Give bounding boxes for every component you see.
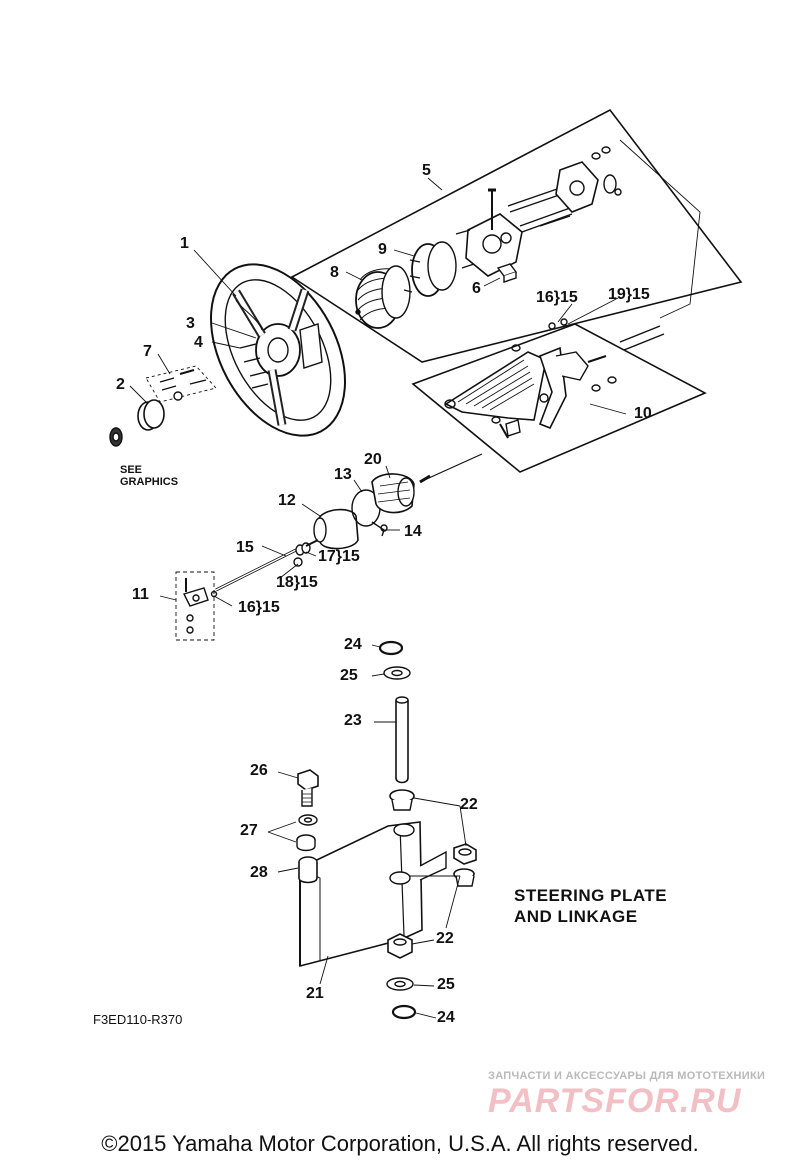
drawing-code: F3ED110-R370 (93, 1012, 183, 1027)
callout-2: 2 (116, 376, 125, 393)
diagram-title: STEERING PLATE AND LINKAGE (514, 885, 667, 927)
callout-21: 21 (306, 985, 324, 1002)
see-graphics-line-1: SEE (120, 464, 143, 476)
washer-25-top (383, 666, 411, 680)
callout-19: 19}15 (608, 286, 650, 303)
callout-24-top: 24 (344, 636, 362, 653)
leader-lines (129, 177, 627, 1019)
shaft-23 (395, 696, 409, 784)
title-line-2: AND LINKAGE (514, 907, 638, 926)
housing-20 (371, 473, 415, 514)
callout-25-bottom: 25 (437, 976, 455, 993)
hub-studs (239, 343, 269, 389)
fasteners-7 (159, 369, 207, 401)
callout-8: 8 (330, 264, 339, 281)
callout-11: 11 (132, 586, 149, 603)
washer-25-bottom (386, 977, 414, 991)
washers-27 (296, 814, 318, 852)
copyright-notice: ©2015 Yamaha Motor Corporation, U.S.A. A… (101, 1131, 699, 1156)
callout-12: 12 (278, 492, 296, 509)
collar-28 (298, 856, 318, 884)
nuts-22-right (453, 843, 477, 887)
fittings-17-18 (293, 539, 319, 567)
tilt-mechanism (455, 187, 573, 277)
see-graphics-line-2: GRAPHICS (120, 476, 179, 488)
hub-boss (299, 323, 323, 369)
callout-3: 3 (186, 315, 195, 332)
pedal-bracket-10 (444, 318, 665, 439)
watermark-tagline: ЗАПЧАСТИ И АКСЕССУАРЫ ДЛЯ МОТОТЕХНИКИ (488, 1070, 766, 1082)
callout-7: 7 (143, 343, 152, 360)
callout-14: 14 (404, 523, 422, 540)
bolt-26 (297, 769, 319, 807)
assembly-5-frame (290, 108, 743, 363)
callout-4: 4 (194, 334, 203, 351)
callout-10: 10 (634, 405, 652, 422)
group-11-frame (175, 571, 215, 641)
callout-27: 27 (240, 822, 258, 839)
nut-22-bottom (387, 933, 413, 959)
ring-24-top (378, 640, 404, 656)
callout-28: 28 (250, 864, 268, 881)
callout-15: 15 (236, 539, 254, 556)
link-line-5-10 (619, 139, 701, 319)
callout-1: 1 (180, 235, 189, 252)
callout-20: 20 (364, 451, 382, 468)
clip-6 (496, 263, 518, 283)
bushing-22-top (389, 789, 415, 811)
callout-16-bottom: 16}15 (238, 599, 280, 616)
collar-9 (403, 241, 457, 297)
callout-22-top: 22 (460, 796, 478, 813)
callout-24-bottom: 24 (437, 1009, 455, 1026)
callout-23: 23 (344, 712, 362, 729)
steering-wheel (210, 263, 346, 437)
callout-17: 17}15 (318, 548, 360, 565)
watermark-logo: PARTSFOR.RU (488, 1082, 742, 1120)
callout-26: 26 (250, 762, 268, 779)
nut-cap-2 (109, 399, 165, 447)
callout-5: 5 (422, 162, 431, 179)
bellows-8 (355, 265, 411, 329)
assembly-10-frame (411, 323, 707, 473)
callout-13: 13 (334, 466, 352, 483)
steering-plate-21 (299, 821, 447, 968)
mount-flange (555, 146, 622, 213)
boot-12 (313, 508, 359, 550)
callout-18: 18}15 (276, 574, 318, 591)
ring-24-bottom (391, 1004, 417, 1020)
callout-6: 6 (472, 280, 481, 297)
title-line-1: STEERING PLATE (514, 886, 668, 905)
callout-9: 9 (378, 241, 387, 258)
callout-16-top: 16}15 (536, 289, 578, 306)
joint-11 (183, 578, 218, 634)
callout-22-bottom: 22 (436, 930, 454, 947)
callout-25-top: 25 (340, 667, 358, 684)
